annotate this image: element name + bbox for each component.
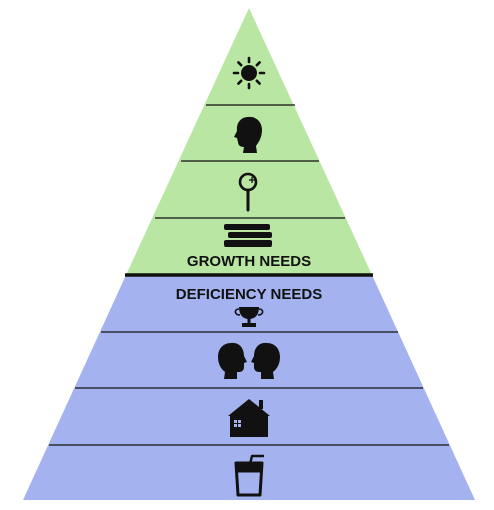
sun-icon xyxy=(232,56,266,90)
books-icon xyxy=(224,224,272,247)
head-icon xyxy=(234,116,262,153)
cup-with-straw-icon xyxy=(234,454,264,497)
deficiency-needs-label: DEFICIENCY NEEDS xyxy=(176,286,322,303)
trophy-icon xyxy=(234,307,264,327)
level-dividers xyxy=(49,104,449,446)
two-heads-icon xyxy=(218,342,280,379)
growth-needs-label: GROWTH NEEDS xyxy=(187,253,311,270)
magnifying-glass-icon xyxy=(238,172,258,212)
house-icon xyxy=(228,399,270,437)
